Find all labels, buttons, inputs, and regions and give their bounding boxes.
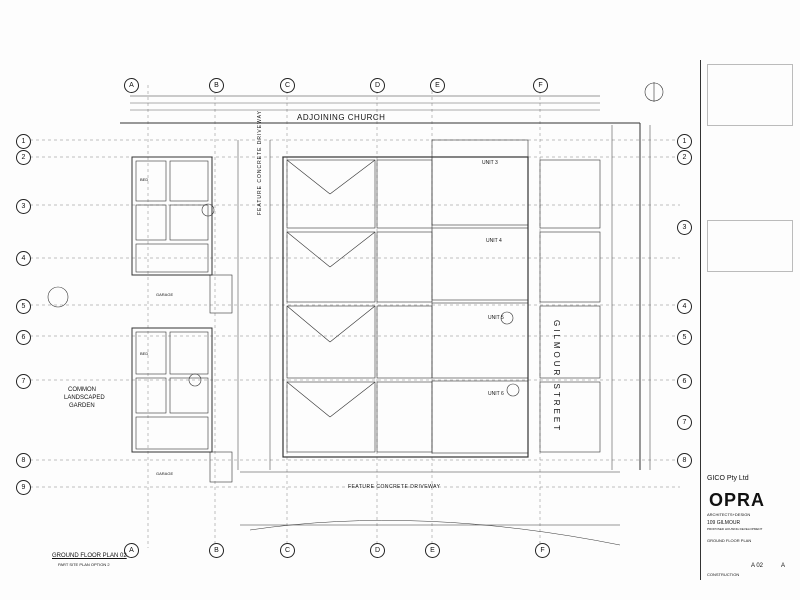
grid-bubble-right-4: 4 (677, 299, 692, 314)
grid-bubble-bottom-f: F (535, 543, 550, 558)
drawing-status: CONSTRUCTION (707, 572, 740, 577)
unit-label-3: UNIT 3 (482, 160, 498, 166)
grid-bubble-right-8: 8 (677, 453, 692, 468)
grid-bubble-top-f: F (533, 78, 548, 93)
unit-label-5: UNIT 5 (488, 315, 504, 321)
title-block: GICO Pty Ltd OPRA ARCHITECTS+DESIGN 109 … (700, 60, 799, 580)
grid-bubble-bottom-e: E (425, 543, 440, 558)
grid-bubble-right-5: 5 (677, 330, 692, 345)
unit-label-6: UNIT 6 (488, 391, 504, 397)
grid-bubble-top-b: B (209, 78, 224, 93)
grid-bubble-right-6: 6 (677, 374, 692, 389)
client-name: GICO Pty Ltd (707, 475, 749, 482)
grid-bubble-bottom-b: B (209, 543, 224, 558)
grid-bubble-top-d: D (370, 78, 385, 93)
garden-label-line-3: GARDEN (69, 403, 95, 409)
garden-label-line-2: LANDSCAPED (64, 395, 105, 401)
grid-bubble-bottom-a: A (124, 543, 139, 558)
grid-bubble-left-8: 8 (16, 453, 31, 468)
driveway-vertical-label: FEATURE CONCRETE DRIVEWAY (257, 110, 263, 215)
plan-subtitle: PART SITE PLAN OPTION 2 (58, 562, 110, 567)
grid-bubble-left-3: 3 (16, 199, 31, 214)
title-block-notes (707, 64, 793, 126)
grid-bubble-top-e: E (430, 78, 445, 93)
grid-bubble-top-c: C (280, 78, 295, 93)
grid-bubble-right-7: 7 (677, 415, 692, 430)
driveway-horizontal-label: FEATURE CONCRETE DRIVEWAY (348, 484, 441, 490)
plan-title: GROUND FLOOR PLAN 02 (52, 553, 127, 559)
grid-bubble-left-4: 4 (16, 251, 31, 266)
revision-letter: A (781, 563, 786, 569)
title-block-legend (707, 220, 793, 272)
street-label: GILMOUR STREET (552, 320, 561, 434)
grid-bubble-left-2: 2 (16, 150, 31, 165)
garden-label-line-1: COMMON (68, 387, 96, 393)
grid-bubble-left-9: 9 (16, 480, 31, 495)
sheet-title: GROUND FLOOR PLAN (707, 538, 752, 543)
garage-label-upper: GARAGE (156, 292, 174, 297)
grid-bubble-left-5: 5 (16, 299, 31, 314)
firm-subtitle: ARCHITECTS+DESIGN (707, 512, 751, 517)
sheet-number: A 02 (751, 563, 764, 569)
unit-label-4: UNIT 4 (486, 238, 502, 244)
bed-label-lower: BED (140, 351, 149, 356)
grid-bubble-bottom-d: D (370, 543, 385, 558)
garage-label-lower: GARAGE (156, 471, 174, 476)
church-label: ADJOINING CHURCH (297, 113, 386, 122)
grid-bubble-right-2: 2 (677, 150, 692, 165)
grid-bubble-right-3: 3 (677, 220, 692, 235)
grid-bubble-top-a: A (124, 78, 139, 93)
project-address: 109 GILMOUR (707, 520, 741, 526)
project-description: PROPOSED HOUSING DEVELOPMENT (707, 527, 763, 531)
grid-bubble-left-7: 7 (16, 374, 31, 389)
grid-bubble-left-1: 1 (16, 134, 31, 149)
firm-logo: OPRA (709, 490, 766, 510)
grid-bubble-bottom-c: C (280, 543, 295, 558)
grid-bubble-right-1: 1 (677, 134, 692, 149)
bed-label-upper: BED (140, 177, 149, 182)
grid-bubble-left-6: 6 (16, 330, 31, 345)
